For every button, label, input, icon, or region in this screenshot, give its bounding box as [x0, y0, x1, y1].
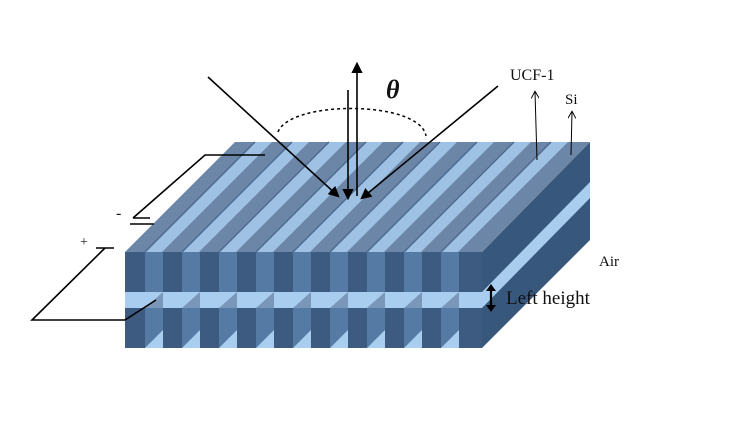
ucf-pointer — [535, 92, 537, 161]
plus-wire-entry — [124, 299, 157, 321]
theta-label: θ — [386, 75, 400, 104]
plus-wire — [30, 247, 125, 321]
incident-ray-right — [360, 85, 499, 200]
si-pointer — [571, 112, 572, 156]
si-label: Si — [565, 92, 578, 108]
device-body — [125, 141, 590, 348]
top-grooves — [145, 142, 568, 252]
left-height-arrow — [486, 284, 496, 312]
light-rays — [207, 61, 499, 201]
electrode-wires — [30, 154, 265, 321]
incident-ray-left — [207, 76, 340, 198]
top-ridge-edges — [144, 141, 552, 253]
plus-label: + — [80, 235, 88, 250]
air-label: Air — [599, 254, 619, 270]
gap-facets — [145, 292, 459, 308]
side-air-gap — [482, 182, 590, 308]
minus-wire — [132, 154, 265, 219]
theta-angle-arc — [277, 107, 427, 137]
ucf-label: UCF-1 — [510, 67, 554, 84]
minus-label: - — [116, 205, 121, 222]
left-height-label: Left height — [506, 288, 591, 309]
label-pointers — [535, 92, 572, 161]
bottom-wedges — [145, 330, 459, 348]
